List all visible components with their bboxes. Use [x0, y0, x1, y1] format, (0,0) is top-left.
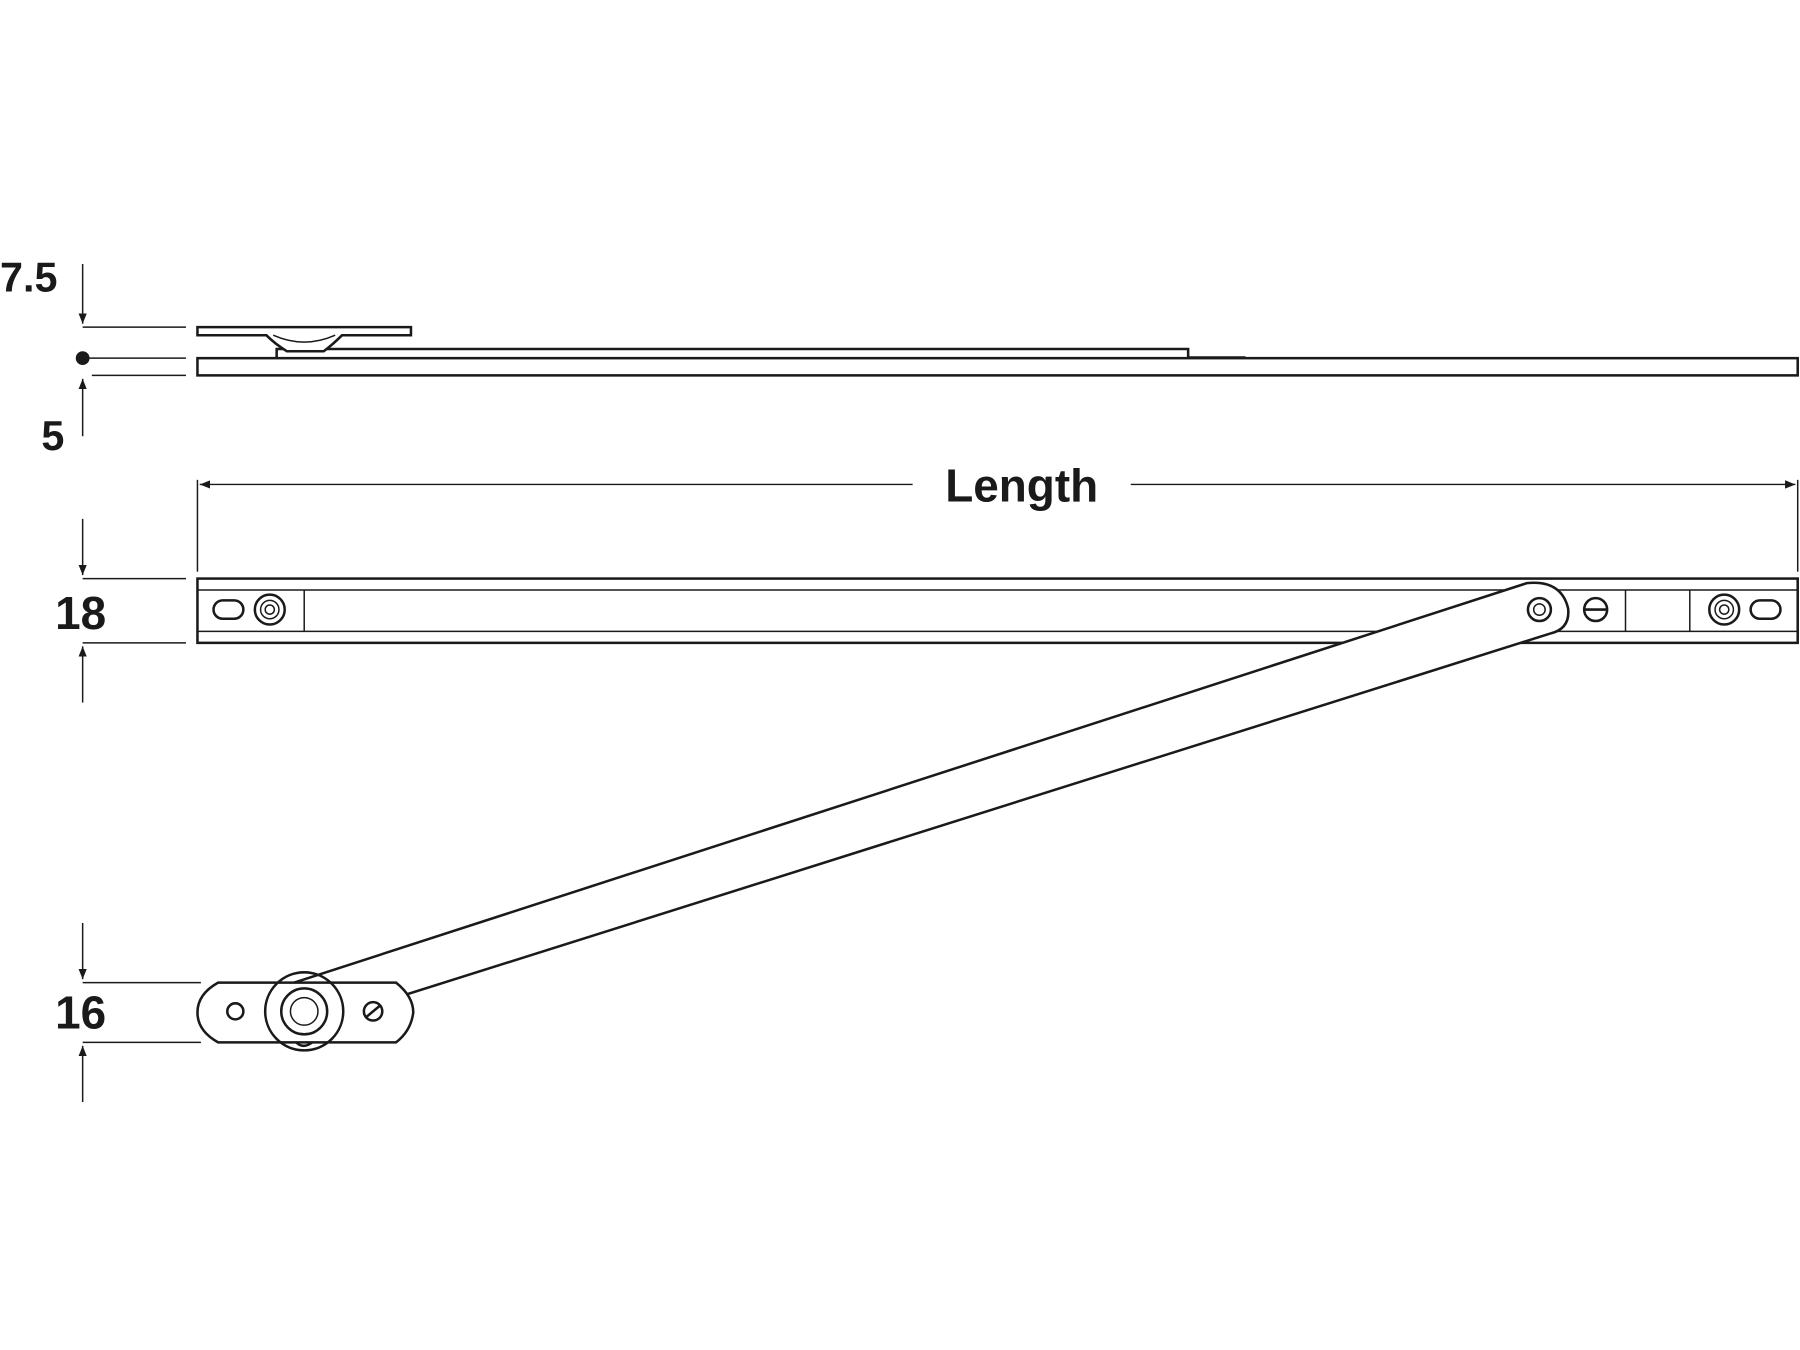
width-dimension-18: 18 — [55, 518, 186, 703]
pivot-screw — [362, 1000, 384, 1022]
thickness-dimensions: 7.5 5 — [0, 255, 186, 459]
length-dimension: Length — [196, 460, 1799, 572]
side-bar — [196, 356, 1799, 377]
screw-right — [1708, 593, 1741, 626]
pivot-hole — [226, 1002, 245, 1021]
slot-hole-left — [212, 599, 245, 621]
dim-5: 5 — [41, 413, 64, 459]
pivot-plate — [196, 981, 415, 1044]
pivot-boss — [263, 971, 345, 1052]
dim-length: Length — [945, 460, 1098, 512]
stay-arm — [196, 581, 1570, 1052]
dim-7-5: 7.5 — [0, 255, 57, 301]
arm-pivot-rivet — [1526, 596, 1553, 623]
slot-hole-right — [1749, 599, 1782, 621]
side-top-plate — [196, 325, 413, 353]
width-dimension-16: 16 — [55, 922, 201, 1103]
screw-left — [253, 593, 286, 626]
side-view — [196, 325, 1799, 377]
dim-18: 18 — [55, 587, 106, 639]
slotted-screw — [1582, 596, 1609, 623]
side-slider — [275, 347, 1190, 358]
dim-16: 16 — [55, 987, 106, 1039]
